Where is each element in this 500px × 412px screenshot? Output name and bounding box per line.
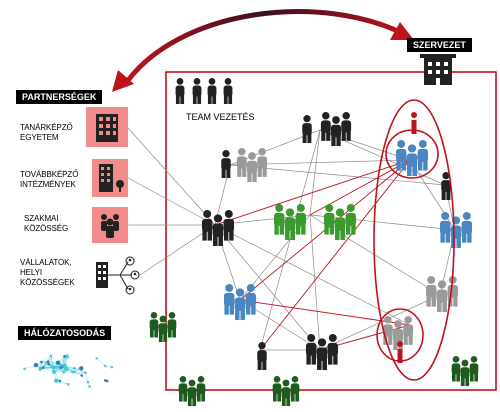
green-team-left — [273, 204, 307, 240]
network-link — [214, 224, 321, 351]
outside-group — [451, 356, 479, 386]
blue-team-lower — [223, 284, 257, 320]
partner-label-community: SZAKMAI KÖZÖSSÉG — [24, 214, 69, 233]
network-link — [127, 127, 216, 226]
network-link — [214, 159, 411, 226]
organization-header: SZERVEZET — [407, 38, 472, 52]
leader-person — [257, 342, 267, 370]
marker-bar — [397, 349, 403, 363]
partner-label-training: TOVÁBBKÉPZŐ INTÉZMÉNYEK — [20, 170, 79, 189]
team-leadership-label: TEAM VEZETÉS — [186, 112, 255, 122]
dark-team-bottom — [305, 334, 339, 370]
partnerships-header: PARTNERSÉGEK — [16, 90, 103, 104]
network-link — [214, 224, 411, 326]
partner-label-university: TANÁRKÉPZŐ EGYETEM — [20, 123, 73, 142]
outside-group — [149, 312, 177, 342]
leadership-highlight — [373, 99, 455, 381]
organization-building-icon — [420, 54, 456, 85]
marker-dot — [397, 341, 403, 347]
network-link — [309, 129, 321, 216]
outside-group — [272, 376, 300, 406]
company-network-icon — [96, 256, 140, 295]
leader-person — [192, 78, 202, 104]
network-link — [127, 177, 216, 226]
gray-team-right — [425, 276, 459, 312]
blue-team-right — [439, 212, 473, 248]
leader-person — [223, 78, 233, 104]
networking-header: HÁLÓZATOSODÁS — [18, 326, 112, 340]
partner-label-companies: VÁLLALATOK, HELYI KÖZÖSSÉGEK — [20, 258, 75, 287]
network-mesh-icon — [23, 354, 114, 388]
gray-team-top — [236, 148, 268, 182]
leader-person — [207, 78, 217, 104]
leader-person — [302, 115, 312, 143]
dark-team-top — [320, 112, 352, 146]
green-team-right — [323, 204, 357, 240]
organization-frame — [165, 71, 497, 391]
leader-person — [441, 172, 451, 200]
marker-bar — [411, 120, 417, 134]
leader-person — [175, 78, 185, 104]
network-link — [309, 214, 321, 351]
blue-team-highlight — [395, 140, 429, 176]
network-link — [259, 129, 321, 351]
training-institution-icon — [92, 159, 128, 197]
professional-community-icon — [92, 207, 128, 243]
leader-person — [221, 150, 231, 178]
partner-icons — [86, 107, 140, 295]
outside-group — [178, 376, 206, 406]
exchange-arrow — [112, 9, 414, 92]
network-link — [309, 159, 411, 216]
university-building-icon — [86, 107, 128, 147]
network-link — [259, 159, 411, 351]
people-groups — [149, 78, 479, 406]
marker-dot — [411, 112, 417, 118]
dark-team-left — [201, 210, 235, 246]
